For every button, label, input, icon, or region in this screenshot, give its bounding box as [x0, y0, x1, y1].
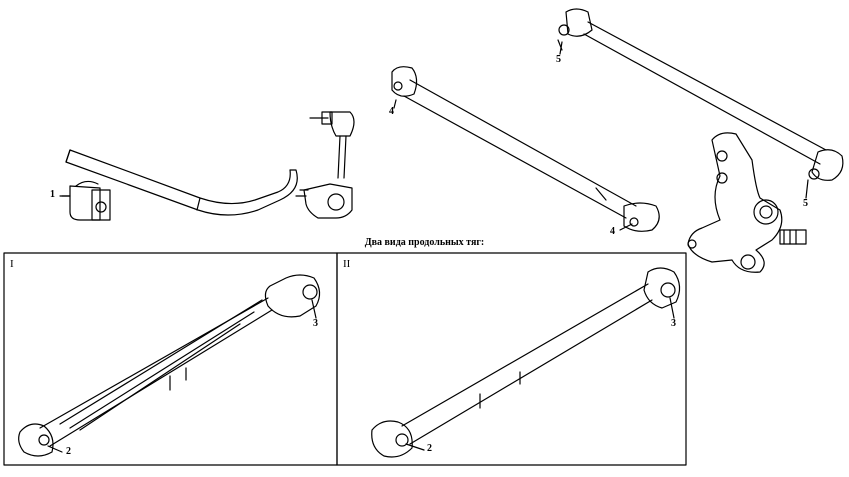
diagram-caption: Два вида продольных тяг: [364, 237, 485, 248]
leader-2b [405, 443, 425, 451]
leader-5a [559, 41, 563, 55]
callout-4a: 4 [389, 106, 394, 117]
knuckle-assembly [687, 132, 807, 273]
trailing-arm-type-II [371, 267, 681, 458]
stabilizer-bushing [61, 180, 111, 221]
panel-II-frame [336, 252, 687, 466]
callout-5a: 5 [556, 54, 561, 65]
callout-3b: 3 [671, 318, 676, 329]
leader-4a [393, 99, 397, 109]
callout-2b: 2 [427, 443, 432, 454]
callout-3a: 3 [313, 318, 318, 329]
panel-II-label: II [343, 258, 351, 270]
leader-5b [805, 179, 809, 199]
leader-4b [619, 223, 633, 231]
callout-2a: 2 [66, 446, 71, 457]
callout-5b: 5 [803, 198, 808, 209]
trailing-arm-type-I [18, 274, 321, 457]
panel-I-frame [3, 252, 338, 466]
upper-link [557, 8, 844, 181]
leader-2a [47, 445, 63, 453]
lower-link [391, 66, 660, 232]
panel-I-label: I [10, 258, 14, 270]
callout-4b: 4 [610, 226, 615, 237]
leader-3b [669, 297, 675, 319]
callout-1: 1 [50, 189, 55, 200]
stabilizer-bar [65, 149, 298, 216]
stabilizer-end-link [295, 111, 355, 219]
leader-3a [311, 299, 317, 319]
